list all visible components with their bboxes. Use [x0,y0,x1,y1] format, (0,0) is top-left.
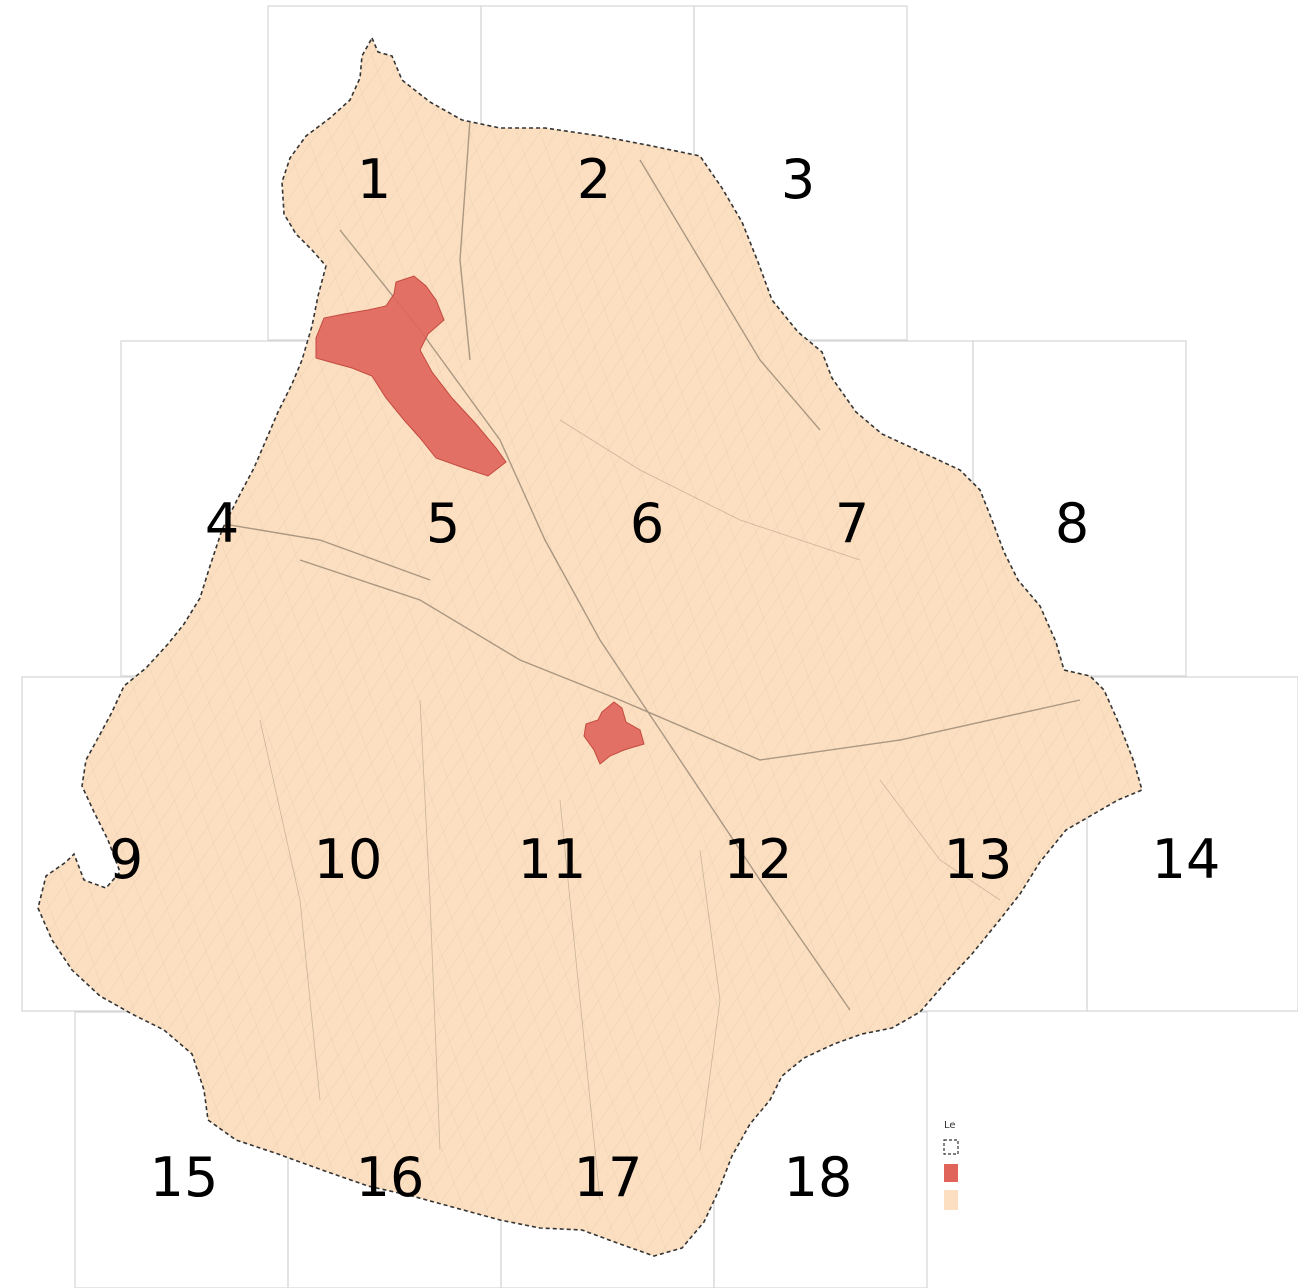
sheet-label-4: 4 [205,492,239,555]
sheet-label-18: 18 [784,1146,853,1209]
sheet-label-14: 14 [1152,828,1221,891]
legend-title: Le [944,1120,956,1131]
sheet-label-10: 10 [314,828,383,891]
sheet-label-7: 7 [835,492,869,555]
sheet-label-9: 9 [109,828,143,891]
sheet-label-3: 3 [781,148,815,211]
sheet-label-15: 15 [150,1146,219,1209]
sheet-label-5: 5 [426,492,460,555]
secondary-road [199,519,431,581]
sheet-label-2: 2 [577,148,611,211]
highlight-area-center[interactable] [583,701,645,765]
secondary-road [299,559,1081,761]
sheet-label-12: 12 [724,828,793,891]
sheet-label-8: 8 [1055,492,1089,555]
sheet-label-17: 17 [574,1146,643,1209]
legend-swatch-highlight [944,1164,958,1182]
secondary-road [639,159,821,431]
legend: Le [943,1120,959,1210]
sheet-label-6: 6 [630,492,664,555]
legend-swatch-territory [944,1190,958,1210]
highlight-area-north[interactable] [315,275,507,477]
sheet-tile-14[interactable] [1086,676,1298,1012]
secondary-road [459,119,471,361]
main-road [339,229,851,1011]
sheet-label-11: 11 [518,828,587,891]
sheet-label-1: 1 [357,148,391,211]
legend-swatch-boundary [943,1139,959,1155]
sheet-label-16: 16 [356,1146,425,1209]
sheet-label-13: 13 [944,828,1013,891]
sheet-labels: 1 2 3 4 5 6 7 8 9 10 11 12 13 14 15 16 1… [109,148,1221,1209]
